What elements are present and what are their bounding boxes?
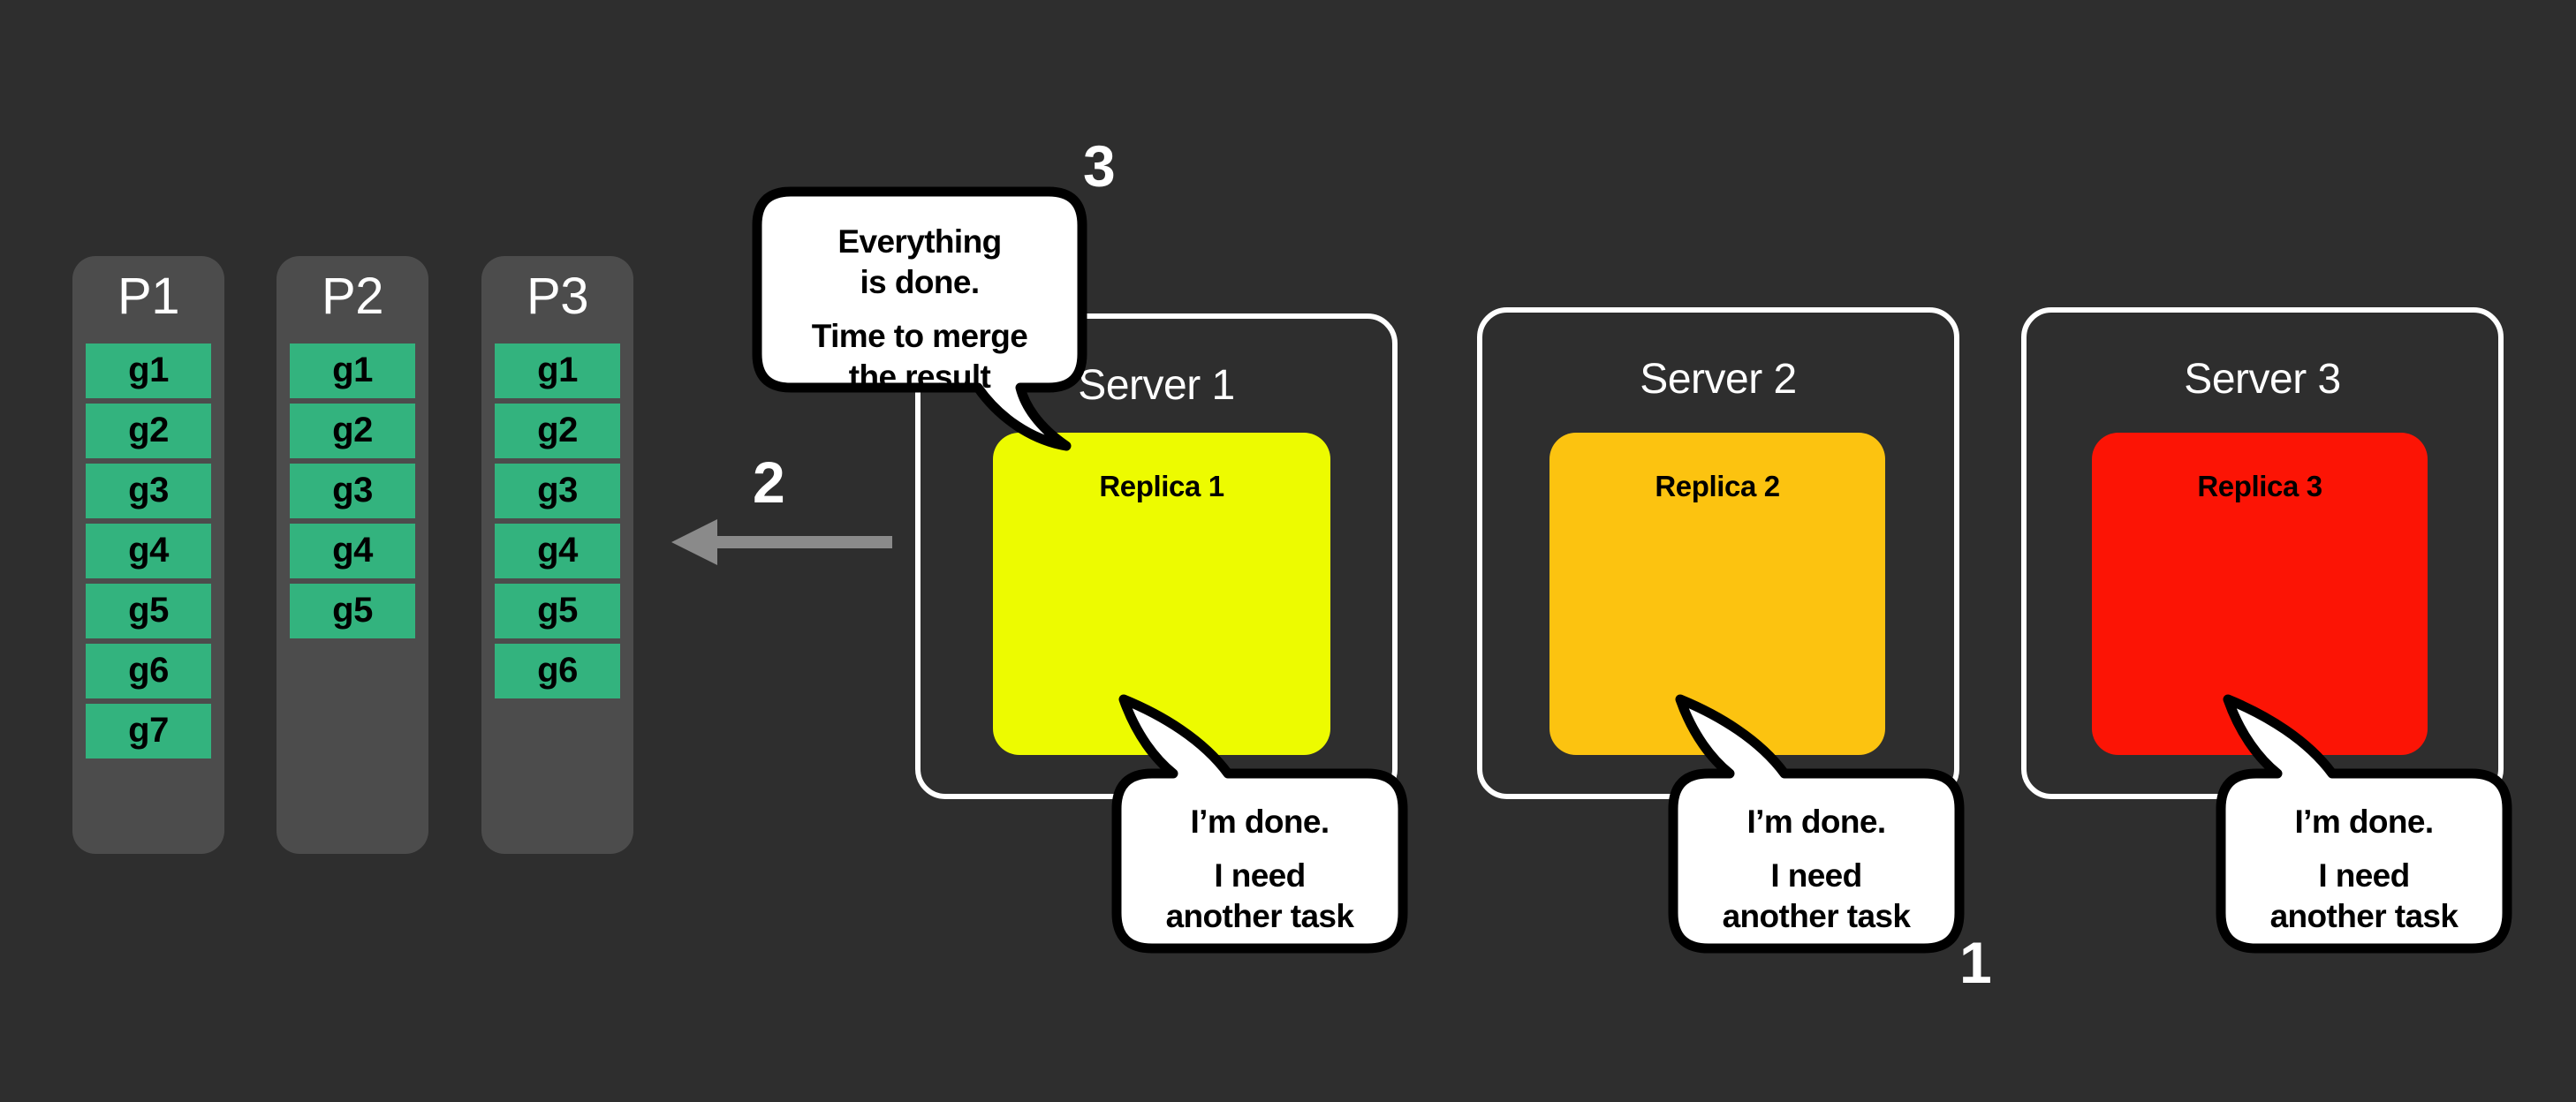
line-spacer: [778, 304, 1061, 316]
server-title: Server 3: [2184, 356, 2341, 403]
speech-bubble-text: Everything is done. Time to merge the re…: [755, 222, 1084, 397]
partition-cell: g6: [495, 643, 620, 698]
partition-cell: g5: [290, 583, 415, 638]
replica-label: Replica 1: [1099, 470, 1224, 502]
arrow-left-icon: [671, 519, 892, 565]
partition-cell: g1: [495, 343, 620, 398]
bubble-line: another task: [1722, 898, 1911, 935]
bubble-line: I’m done.: [2294, 804, 2435, 840]
partition-title: P3: [527, 268, 588, 325]
speech-bubble-done-2: I’m done. I need another task: [1668, 694, 1965, 954]
partition-cell: g3: [86, 463, 211, 518]
replica-label: Replica 3: [2197, 470, 2322, 502]
partition-cell-list: g1 g2 g3 g4 g5 g6 g7: [86, 343, 211, 759]
bubble-line: the result: [848, 358, 991, 395]
speech-bubble-shape: [1111, 694, 1408, 954]
step-number-three: 3: [1083, 133, 1116, 199]
partition-cell: g4: [495, 523, 620, 578]
bubble-line: is done.: [860, 264, 981, 301]
partition-cell: g1: [86, 343, 211, 398]
partition-column-p3: P3 g1 g2 g3 g4 g5 g6: [481, 256, 633, 854]
partition-cell: g6: [86, 643, 211, 698]
line-spacer: [1111, 843, 1408, 856]
partition-column-p1: P1 g1 g2 g3 g4 g5 g6 g7: [72, 256, 224, 854]
replica-label: Replica 2: [1655, 470, 1780, 502]
speech-bubble-done-1: I’m done. I need another task: [1111, 694, 1408, 954]
line-spacer: [1668, 843, 1965, 856]
speech-bubble-text: I’m done. I need another task: [2216, 802, 2512, 938]
partition-cell: g7: [86, 703, 211, 759]
bubble-line: I need: [1214, 857, 1306, 894]
partition-title: P1: [117, 268, 179, 325]
partition-cell: g1: [290, 343, 415, 398]
bubble-line: I’m done.: [1190, 804, 1330, 840]
replica-block-3: Replica 3: [2092, 433, 2428, 755]
bubble-line: I need: [2318, 857, 2410, 894]
speech-bubble-text: I’m done. I need another task: [1668, 802, 1965, 938]
partition-title: P2: [322, 268, 383, 325]
partition-cell: g5: [495, 583, 620, 638]
partition-cell: g2: [495, 403, 620, 458]
partition-cell-list: g1 g2 g3 g4 g5 g6: [495, 343, 620, 698]
partition-cell: g3: [495, 463, 620, 518]
partition-cell-list: g1 g2 g3 g4 g5: [290, 343, 415, 638]
speech-bubble-merge: Everything is done. Time to merge the re…: [752, 186, 1087, 451]
replica-block-1: Replica 1: [993, 433, 1330, 755]
speech-bubble-shape: [2216, 694, 2512, 954]
partition-cell: g2: [86, 403, 211, 458]
merge-arrow: [671, 512, 892, 574]
bubble-line: I need: [1770, 857, 1862, 894]
bubble-line: another task: [1165, 898, 1354, 935]
partition-cell: g4: [86, 523, 211, 578]
bubble-line: Everything: [837, 223, 1002, 260]
line-spacer: [2216, 843, 2512, 856]
partition-cell: g2: [290, 403, 415, 458]
partition-cell: g5: [86, 583, 211, 638]
partition-column-p2: P2 g1 g2 g3 g4 g5: [277, 256, 428, 854]
partition-cell: g3: [290, 463, 415, 518]
replica-block-2: Replica 2: [1549, 433, 1885, 755]
speech-bubble-text: I’m done. I need another task: [1111, 802, 1408, 938]
step-number-one: 1: [1959, 930, 1992, 995]
speech-bubble-shape: [1668, 694, 1965, 954]
bubble-line: another task: [2269, 898, 2459, 935]
step-number-two: 2: [753, 449, 785, 515]
server-title: Server 1: [1078, 362, 1235, 409]
server-title: Server 2: [1640, 356, 1797, 403]
speech-bubble-shape: [752, 186, 1087, 451]
partition-cell: g4: [290, 523, 415, 578]
bubble-line: Time to merge: [811, 317, 1028, 354]
bubble-line: I’m done.: [1746, 804, 1887, 840]
speech-bubble-done-3: I’m done. I need another task: [2216, 694, 2512, 954]
